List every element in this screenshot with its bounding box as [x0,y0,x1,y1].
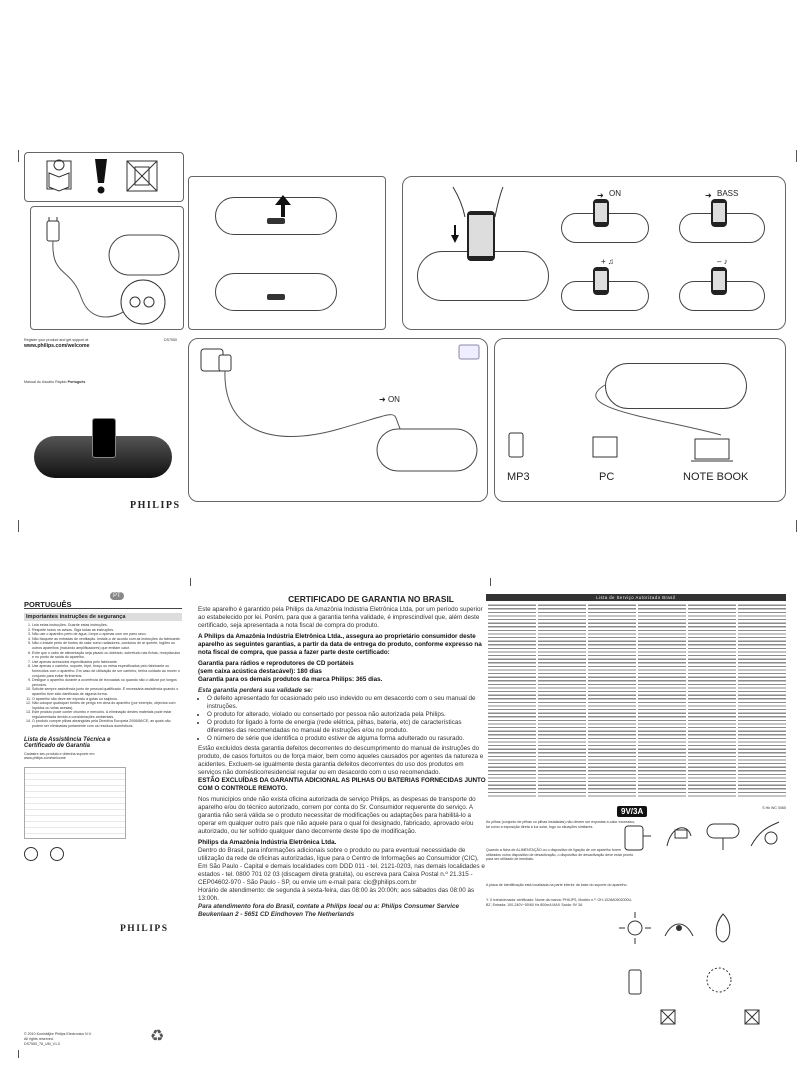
brand-logo: PHILIPS [130,500,181,511]
lost-title: Esta garantia perderá sua validade se: [198,687,313,694]
footer-brand: PHILIPS [120,924,169,934]
warranty-line-1: Garantia para rádios e reprodutores de C… [198,660,354,667]
audio-in-illustration [508,384,733,462]
cert-intro: Este aparelho é garantido pela Philips d… [198,606,483,629]
small-table [24,766,126,839]
recycle-icon: ♻ [150,1028,165,1045]
safety-icons-panel [24,152,184,202]
on-step-label: ➜ ON [379,395,400,404]
speaker-dock [215,197,337,235]
lost-list: O defeito apresentado for ocasionado pel… [198,695,486,743]
list-title: Lista de Assistência Técnica e Certifica… [24,736,111,749]
doc-code: DS7550_78_UM_V1.0 [24,1042,60,1046]
arrow-right-icon: ➜ [379,395,386,404]
sun-heat-icon [617,910,653,946]
safety-icons-illustration [46,159,158,194]
hand-illustration [451,186,504,243]
cert-excluded-bold: ESTÃO EXCLUÍDAS DA GARANTIA ADICIONAL AS… [198,777,486,792]
welcome-url: www.philips.com/welcome [24,343,90,349]
language-badge: PT [110,592,124,600]
service-list-footnote: S Hk WC 0065 [762,806,786,810]
crop-mark [18,1050,19,1058]
cert-hours: Horário de atendimento: de segunda à sex… [198,887,475,902]
warning-icon-grid: 9V/3A [591,806,787,1046]
product-photo [30,412,176,482]
volume-up-icon: + ♫ [601,257,614,266]
service-list-header: Lista de Serviço Autorizado Brasil [486,594,786,601]
operation-panel: ON ➜ BASS ➜ + ♫ – ♪ [402,176,786,330]
no-icon [657,1006,693,1042]
copyright: © 2010 Koninklijke Philips Electronics N… [24,1032,92,1036]
battery-note-2: Quando a ficha de ALIMENTAÇÃO ou o dispo… [486,848,634,862]
list-subtitle: Cadastre seu produto e obtenha suporte e… [24,751,95,761]
crop-mark [490,578,491,586]
safety-title: Importantes instruções de segurança [24,613,182,621]
certificate-body: Este aparelho é garantido pela Philips d… [198,606,486,922]
adapter-connection-illustration [46,217,180,325]
bass-label: BASS [717,189,739,198]
audio-in-panel: MP3 PC NOTE BOOK [494,338,786,502]
power-connection-panel [30,206,184,330]
speaker-dock [605,363,747,409]
dock-plug-icon [705,816,741,852]
step-bass: BASS ➜ [665,189,777,247]
cert-abroad: Para atendimento fora do Brasil, contate… [198,903,460,918]
crop-mark [190,578,191,586]
certification-logos [24,846,182,861]
wipe-icon [747,816,783,852]
adapter-icon [617,820,653,856]
no-icon [741,1006,777,1042]
warranty-line-2: (sem caixa acústica destacável): 180 dia… [198,668,322,675]
dock-insert-panel [188,176,386,330]
arrow-right-icon: ➜ [597,191,604,200]
safety-list: Leia estas instruções. Guarde estas inst… [24,623,182,729]
crop-mark [796,520,797,532]
step-volume-up: + ♫ [555,257,659,317]
warranty-line-3: Garantia para os demais produtos da marc… [198,676,383,683]
cert-contact: Dentro do Brasil, para informações adici… [198,847,485,886]
hand-cleaning-icon [661,816,697,852]
service-list: Lista de Serviço Autorizado Brasil S Hk … [486,594,786,810]
model-number: DS7550 [164,338,177,342]
on-label: ON [609,189,621,198]
certificate-title: CERTIFICADO DE GARANTIA NO BRASIL [288,594,454,604]
flame-icon [705,910,741,946]
arrow-right-icon: ➜ [705,191,712,200]
battery-note-4: Y. X transformador certificado: Nome da … [486,898,633,907]
rights: All rights reserved. [24,1037,54,1041]
phone-illustration [467,211,495,261]
cert-municipios: Nos municípios onde não exista oficina a… [198,796,476,835]
no-cleaner-icon [617,962,653,998]
language-header: PORTUGUÊS [24,600,72,609]
cert-excluded: Estão excluídos desta garantia defeitos … [198,745,484,776]
battery-note-1: As pilhas (conjunto de pilhas ou pilhas … [486,820,636,829]
step-on: ON ➜ [555,189,659,247]
pc-label: PC [599,471,615,483]
power-on-panel: ➜ ON [188,338,488,502]
power-on-illustration [200,344,480,472]
arrow-up-icon [275,195,291,217]
voltage-badge: 9V/3A [617,806,648,817]
cert-assure: A Philips da Amazônia Indústria Eletrôni… [198,633,482,656]
manual-label: Manual do Usuário Rápido Português [24,380,86,384]
no-scrub-icon [701,962,737,998]
cert-company: Philips da Amazônia Indústria Eletrônica… [198,839,337,846]
mp3-label: MP3 [507,471,530,483]
notebook-label: NOTE BOOK [683,471,749,483]
portuguese-column: PORTUGUÊS PT Importantes instruções de s… [24,592,182,1046]
crop-mark [18,520,19,532]
service-list-table [486,603,786,799]
battery-note-3: A placa de identificação está localizada… [486,883,628,887]
crop-mark [18,150,19,162]
volume-down-icon: – ♪ [717,257,728,266]
speaker-dock [215,273,337,311]
crop-mark [796,150,797,162]
register-line: Register your product and get support at [24,338,89,342]
step-volume-down: – ♪ [665,257,777,317]
splash-icon [661,910,697,946]
